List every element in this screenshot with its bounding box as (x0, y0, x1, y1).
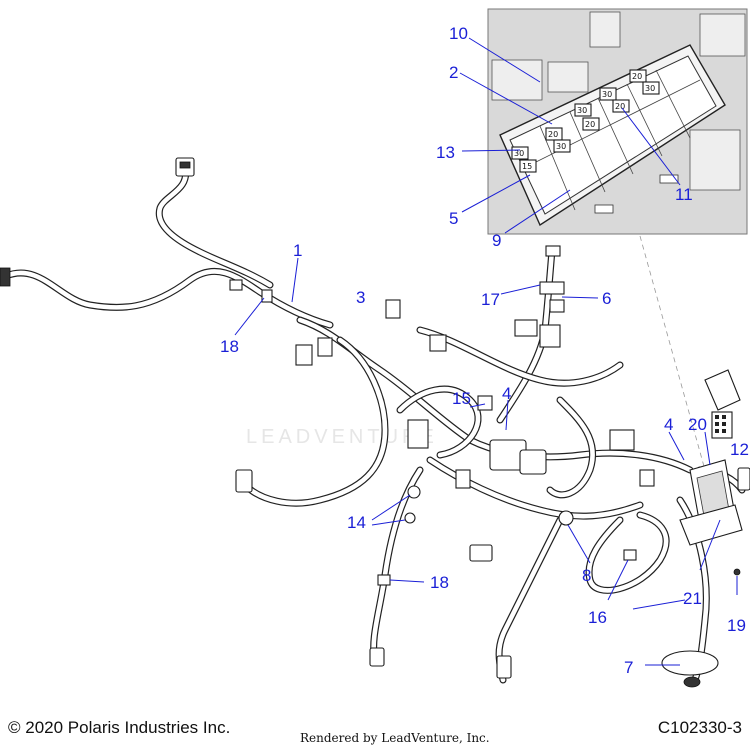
callout-4-left[interactable]: 4 (502, 384, 511, 403)
callout-7[interactable]: 7 (624, 658, 633, 677)
svg-text:20: 20 (615, 102, 625, 111)
callout-5[interactable]: 5 (449, 209, 458, 228)
callout-11[interactable]: 11 (675, 185, 693, 204)
callout-9[interactable]: 9 (492, 231, 501, 250)
svg-text:15: 15 (522, 162, 532, 171)
svg-text:20: 20 (632, 72, 642, 81)
svg-text:20: 20 (548, 130, 558, 139)
callout-18-left[interactable]: 18 (220, 337, 239, 356)
connectors (0, 157, 750, 688)
callout-21[interactable]: 21 (683, 589, 702, 608)
leader-lines (234, 37, 738, 666)
callout-6[interactable]: 6 (602, 289, 611, 308)
callout-15[interactable]: 15 (452, 389, 471, 408)
rendered-by-text: Rendered by LeadVenture, Inc. (300, 731, 490, 745)
callout-13[interactable]: 13 (436, 143, 455, 162)
callout-8[interactable]: 8 (582, 566, 591, 585)
copyright-text: © 2020 Polaris Industries Inc. (8, 718, 231, 737)
fuses: 30 20 20 30 30 20 20 30 15 30 (511, 69, 660, 173)
svg-text:30: 30 (577, 106, 587, 115)
callout-20[interactable]: 20 (688, 415, 707, 434)
svg-text:30: 30 (514, 149, 524, 158)
callout-18-bottom[interactable]: 18 (430, 573, 449, 592)
callout-10[interactable]: 10 (449, 24, 468, 43)
callout-12[interactable]: 12 (730, 440, 749, 459)
callout-17[interactable]: 17 (481, 290, 500, 309)
callout-3[interactable]: 3 (356, 288, 365, 307)
detail-projection-line (639, 235, 706, 471)
callout-19[interactable]: 19 (727, 616, 746, 635)
fuse-box-inset: 30 20 20 30 30 20 20 30 15 30 (487, 8, 748, 235)
main-harness (2, 164, 746, 684)
svg-text:30: 30 (602, 90, 612, 99)
svg-text:30: 30 (556, 142, 566, 151)
callout-2[interactable]: 2 (449, 63, 458, 82)
callout-14[interactable]: 14 (347, 513, 366, 532)
callouts: 1 2 3 4 4 5 6 7 8 9 10 11 12 13 14 15 16… (220, 24, 749, 677)
svg-text:20: 20 (585, 120, 595, 129)
svg-text:30: 30 (645, 84, 655, 93)
callout-1[interactable]: 1 (293, 241, 302, 260)
callout-16[interactable]: 16 (588, 608, 607, 627)
drawing-code: C102330-3 (657, 718, 742, 737)
callout-4-right[interactable]: 4 (664, 415, 673, 434)
